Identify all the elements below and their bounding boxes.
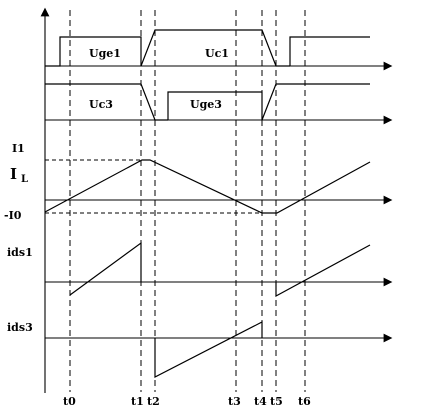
il-waveform: [44, 159, 371, 214]
t0-label: t0: [63, 395, 76, 408]
ids1-waveform: [69, 241, 142, 296]
ids3-waveform: [154, 321, 263, 378]
t4-label: t4: [254, 395, 267, 408]
t5-label: t5: [270, 395, 283, 408]
uc3-label: Uc3: [89, 98, 113, 111]
i1-label: I1: [12, 142, 25, 155]
ids1-second-ramp: [275, 244, 371, 298]
uge1-second-pulse: [289, 36, 370, 66]
uge1-label: Uge1: [89, 47, 121, 60]
uc3-second-rise: [261, 83, 370, 121]
uc1-label: Uc1: [205, 47, 229, 60]
t6-label: t6: [298, 395, 311, 408]
ids1-label: ids1: [7, 246, 33, 259]
il-subscript: L: [21, 174, 28, 185]
uc3-waveform: [45, 83, 168, 121]
time-markers: [69, 10, 306, 392]
uge3-label: Uge3: [190, 98, 222, 111]
il-main-letter: I: [10, 165, 17, 183]
t1-label: t1: [131, 395, 144, 408]
uge1-waveform: [45, 36, 142, 67]
i0-label: -I0: [4, 209, 22, 222]
t3-label: t3: [228, 395, 241, 408]
t2-label: t2: [147, 395, 160, 408]
ids3-label: ids3: [7, 321, 33, 334]
